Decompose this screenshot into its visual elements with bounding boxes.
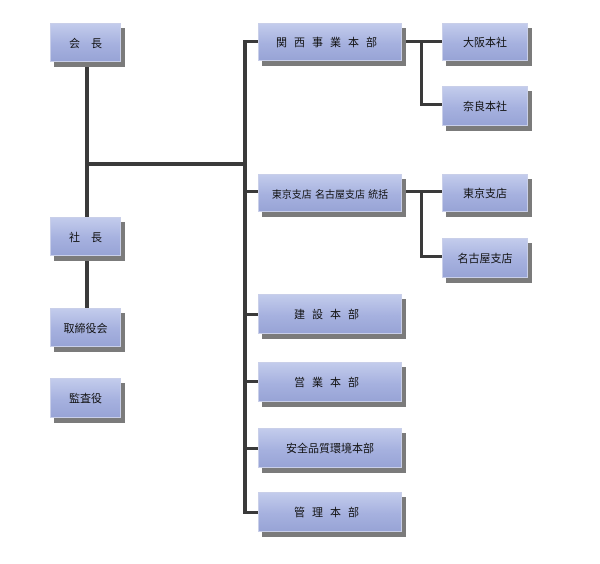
tokyo-nagoya-hq-box: 東京支店 名古屋支店 統括	[258, 174, 402, 212]
president-box: 会 長	[50, 23, 121, 62]
connector-stub-construction	[243, 313, 258, 316]
connector-kansai-to-nara	[420, 103, 442, 106]
board-box: 取締役会	[50, 308, 121, 347]
kansai-hq-box: 関西事業本部	[258, 23, 402, 61]
nara-office-box: 奈良本社	[442, 86, 528, 126]
connector-tokyo-nagoya-branch-vertical	[420, 190, 423, 258]
nagoya-branch-box: 名古屋支店	[442, 238, 528, 278]
connector-president-to-board	[85, 62, 89, 308]
connector-ceo-to-branch	[89, 162, 245, 166]
connector-main-trunk	[243, 40, 247, 514]
auditor-box: 監査役	[50, 378, 121, 418]
sales-hq-box: 営業本部	[258, 362, 402, 402]
connector-stub-kansai	[243, 40, 258, 43]
connector-stub-tokyo-nagoya	[243, 190, 258, 193]
construction-hq-box: 建設本部	[258, 294, 402, 334]
osaka-office-box: 大阪本社	[442, 23, 528, 61]
connector-tokyo-nagoya-to-nagoya	[420, 255, 442, 258]
management-hq-box: 管理本部	[258, 492, 402, 532]
connector-stub-safety	[243, 447, 258, 450]
connector-stub-management	[243, 511, 258, 514]
tokyo-branch-box: 東京支店	[442, 174, 528, 212]
connector-kansai-branch-vertical	[420, 40, 423, 105]
safety-quality-hq-box: 安全品質環境本部	[258, 428, 402, 468]
ceo-box: 社 長	[50, 217, 121, 256]
connector-stub-sales	[243, 380, 258, 383]
